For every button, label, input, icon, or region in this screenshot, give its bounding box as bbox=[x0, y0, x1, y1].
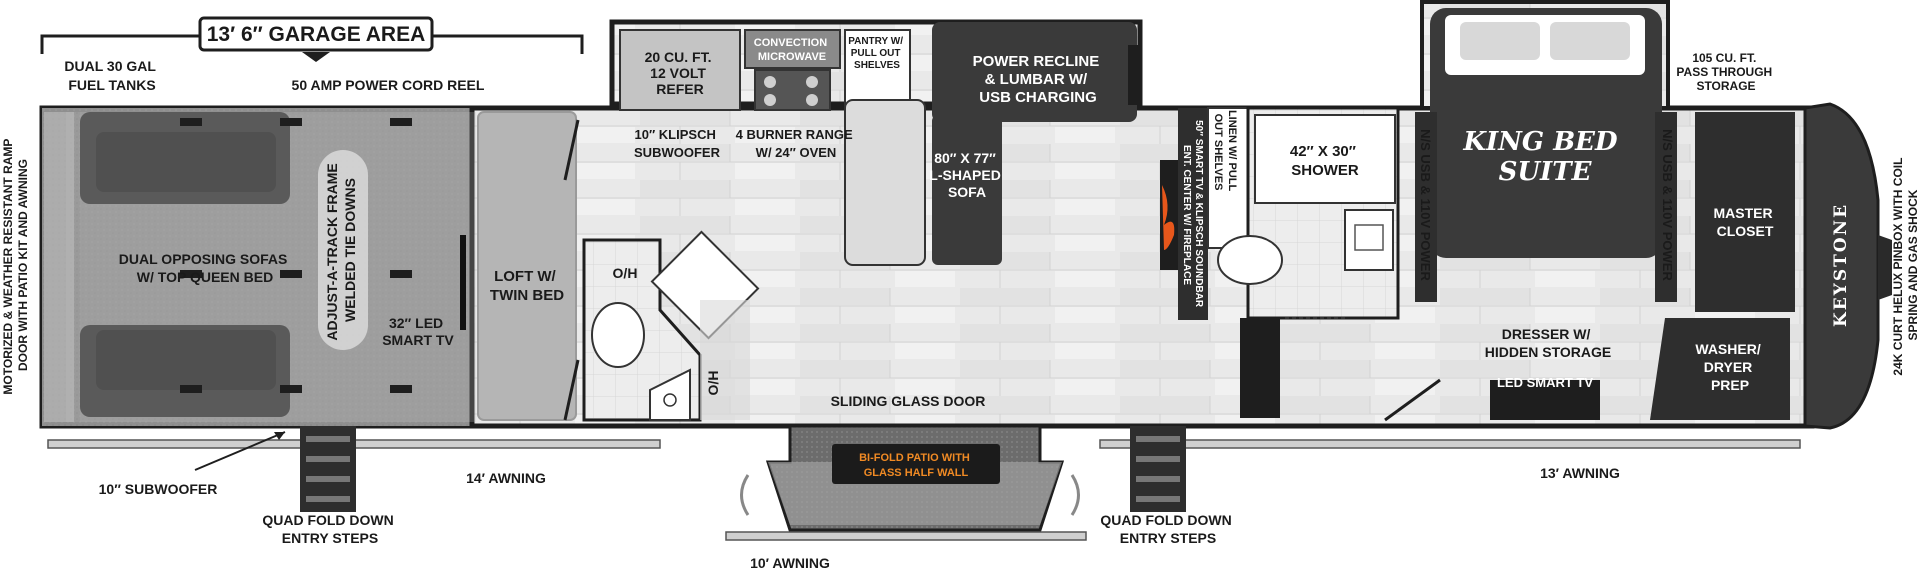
queen-bed-overlay bbox=[66, 112, 476, 422]
fuel-tanks-label: DUAL 30 GAL FUEL TANKS bbox=[64, 58, 159, 93]
pinbox-label: 24K CURT HELUX PINBOX WITH COIL SPRING A… bbox=[1891, 154, 1920, 375]
garage-sofa-top-cushion bbox=[96, 132, 276, 192]
loft-bed bbox=[477, 111, 580, 421]
dresser-label: DRESSER W/ HIDDEN STORAGE bbox=[1485, 326, 1612, 360]
patio-arrow-right bbox=[1070, 474, 1080, 516]
linen-closet[interactable] bbox=[1207, 107, 1249, 249]
bath-oh-side: O/H bbox=[705, 371, 721, 396]
king-bed-label: KING BED SUITE bbox=[1462, 127, 1626, 187]
garage-dimension: 13′ 6″ GARAGE AREA bbox=[207, 23, 426, 46]
shower-label: 42″ X 30″ SHOWER bbox=[1290, 143, 1360, 179]
patio-arrow-left bbox=[740, 474, 750, 516]
washer-dryer-prep[interactable] bbox=[1650, 318, 1790, 420]
convection-microwave bbox=[744, 29, 841, 69]
master-door[interactable] bbox=[1240, 318, 1280, 418]
patio-label: BI-FOLD PATIO WITH GLASS HALF WALL bbox=[859, 452, 973, 479]
kitchen-island bbox=[844, 99, 926, 266]
garage-dimension-box bbox=[198, 16, 434, 52]
power-cord-label: 50 AMP POWER CORD REEL bbox=[292, 77, 485, 93]
bath-oh-top: O/H bbox=[613, 265, 638, 281]
range-burners bbox=[764, 76, 818, 106]
patio-label-box bbox=[832, 444, 1000, 484]
recliner-label: POWER RECLINE & LUMBAR W/ USB CHARGING bbox=[973, 53, 1104, 106]
entertainment-center bbox=[1160, 160, 1178, 270]
microwave-label: CONVECTION MICROWAVE bbox=[754, 37, 830, 63]
entry-steps-left[interactable] bbox=[300, 426, 356, 512]
sofa-label: 80″ X 77″ L-SHAPED SOFA bbox=[929, 150, 1004, 200]
pass-through-label: 105 CU. FT. PASS THROUGH STORAGE bbox=[1676, 51, 1775, 93]
washer-label: WASHER/ DRYER PREP bbox=[1695, 341, 1764, 393]
nightstand-left bbox=[1415, 112, 1437, 302]
pillow-right bbox=[1550, 22, 1630, 60]
tie-downs-label: ADJUST-A-TRACK FRAME WELDED TIE DOWNS bbox=[324, 159, 358, 340]
sink-2 bbox=[1344, 209, 1394, 271]
shower bbox=[1254, 114, 1396, 204]
garage-sofa-bottom-cushion bbox=[96, 330, 276, 390]
pantry-label: PANTRY W/ PULL OUT SHELVES bbox=[848, 36, 906, 71]
klipsch-label: 10″ KLIPSCH SUBWOOFER bbox=[634, 127, 721, 160]
kitchen-slideout bbox=[609, 19, 1143, 266]
master-closet[interactable] bbox=[1695, 112, 1795, 312]
steps-left-label: QUAD FOLD DOWN ENTRY STEPS bbox=[262, 512, 397, 546]
subwoofer-leader bbox=[194, 431, 286, 471]
ramp-door-label: MOTORIZED & WEATHER RESISTANT RAMP DOOR … bbox=[1, 135, 30, 394]
closet-label: MASTER CLOSET bbox=[1713, 205, 1776, 239]
nightstand-right bbox=[1655, 112, 1677, 302]
ent-center-label: 50″ SMART TV & KLIPSCH SOUNDBAR ENT. CEN… bbox=[1181, 120, 1204, 310]
awning-13-label: 13′ AWNING bbox=[1540, 465, 1620, 481]
awning-10ft[interactable] bbox=[725, 531, 1087, 541]
usb-left-label: N/S USB & 110V POWER bbox=[1418, 129, 1433, 281]
l-shaped-sofa bbox=[932, 115, 1002, 265]
tie-down-tracks bbox=[180, 118, 412, 393]
refrigerator bbox=[619, 29, 741, 111]
pantry[interactable] bbox=[844, 29, 911, 111]
usb-right-label: N/S USB & 110V POWER bbox=[1660, 129, 1675, 281]
garage-tv bbox=[460, 235, 466, 330]
pillow-left bbox=[1460, 22, 1540, 60]
loft-label: LOFT W/ TWIN BED bbox=[490, 268, 564, 304]
garage-sofas-label: DUAL OPPOSING SOFAS W/ TOP QUEEN BED bbox=[119, 251, 291, 285]
king-bed-slideout bbox=[1415, 0, 1677, 302]
tie-down-badge bbox=[318, 150, 368, 350]
bathroom-1 bbox=[582, 238, 702, 422]
ent-center-panel bbox=[1178, 108, 1208, 320]
sliding-door-label: SLIDING GLASS DOOR bbox=[831, 393, 986, 409]
sink-1 bbox=[649, 368, 691, 421]
master-bathroom bbox=[1217, 106, 1400, 418]
brand-logo: KEYSTONE bbox=[1831, 203, 1851, 327]
awning-10-label: 10′ AWNING bbox=[750, 555, 830, 571]
garage-tv-label: 32″ LED SMART TV bbox=[382, 315, 454, 348]
power-recliner bbox=[932, 22, 1137, 122]
refer-label: 20 CU. FT. 12 VOLT REFER bbox=[645, 49, 716, 97]
master-tv-label: LED SMART TV bbox=[1497, 375, 1593, 390]
steps-right-label: QUAD FOLD DOWN ENTRY STEPS bbox=[1100, 512, 1235, 546]
toilet-2 bbox=[1217, 235, 1283, 285]
awning-13ft[interactable] bbox=[1099, 439, 1801, 449]
awning-14-label: 14′ AWNING bbox=[466, 470, 546, 486]
bifold-patio[interactable] bbox=[765, 424, 1065, 532]
subwoofer-label: 10″ SUBWOOFER bbox=[99, 481, 218, 497]
toilet-1 bbox=[591, 302, 645, 368]
fireplace-flame bbox=[1162, 185, 1175, 250]
master-tv bbox=[1490, 380, 1600, 420]
entry-steps-right[interactable] bbox=[1130, 426, 1186, 512]
linen-label: LINEN W/ PULL OUT SHELVES bbox=[1212, 110, 1238, 194]
ramp-door[interactable] bbox=[44, 112, 74, 422]
range-label: 4 BURNER RANGE W/ 24″ OVEN bbox=[736, 127, 857, 160]
